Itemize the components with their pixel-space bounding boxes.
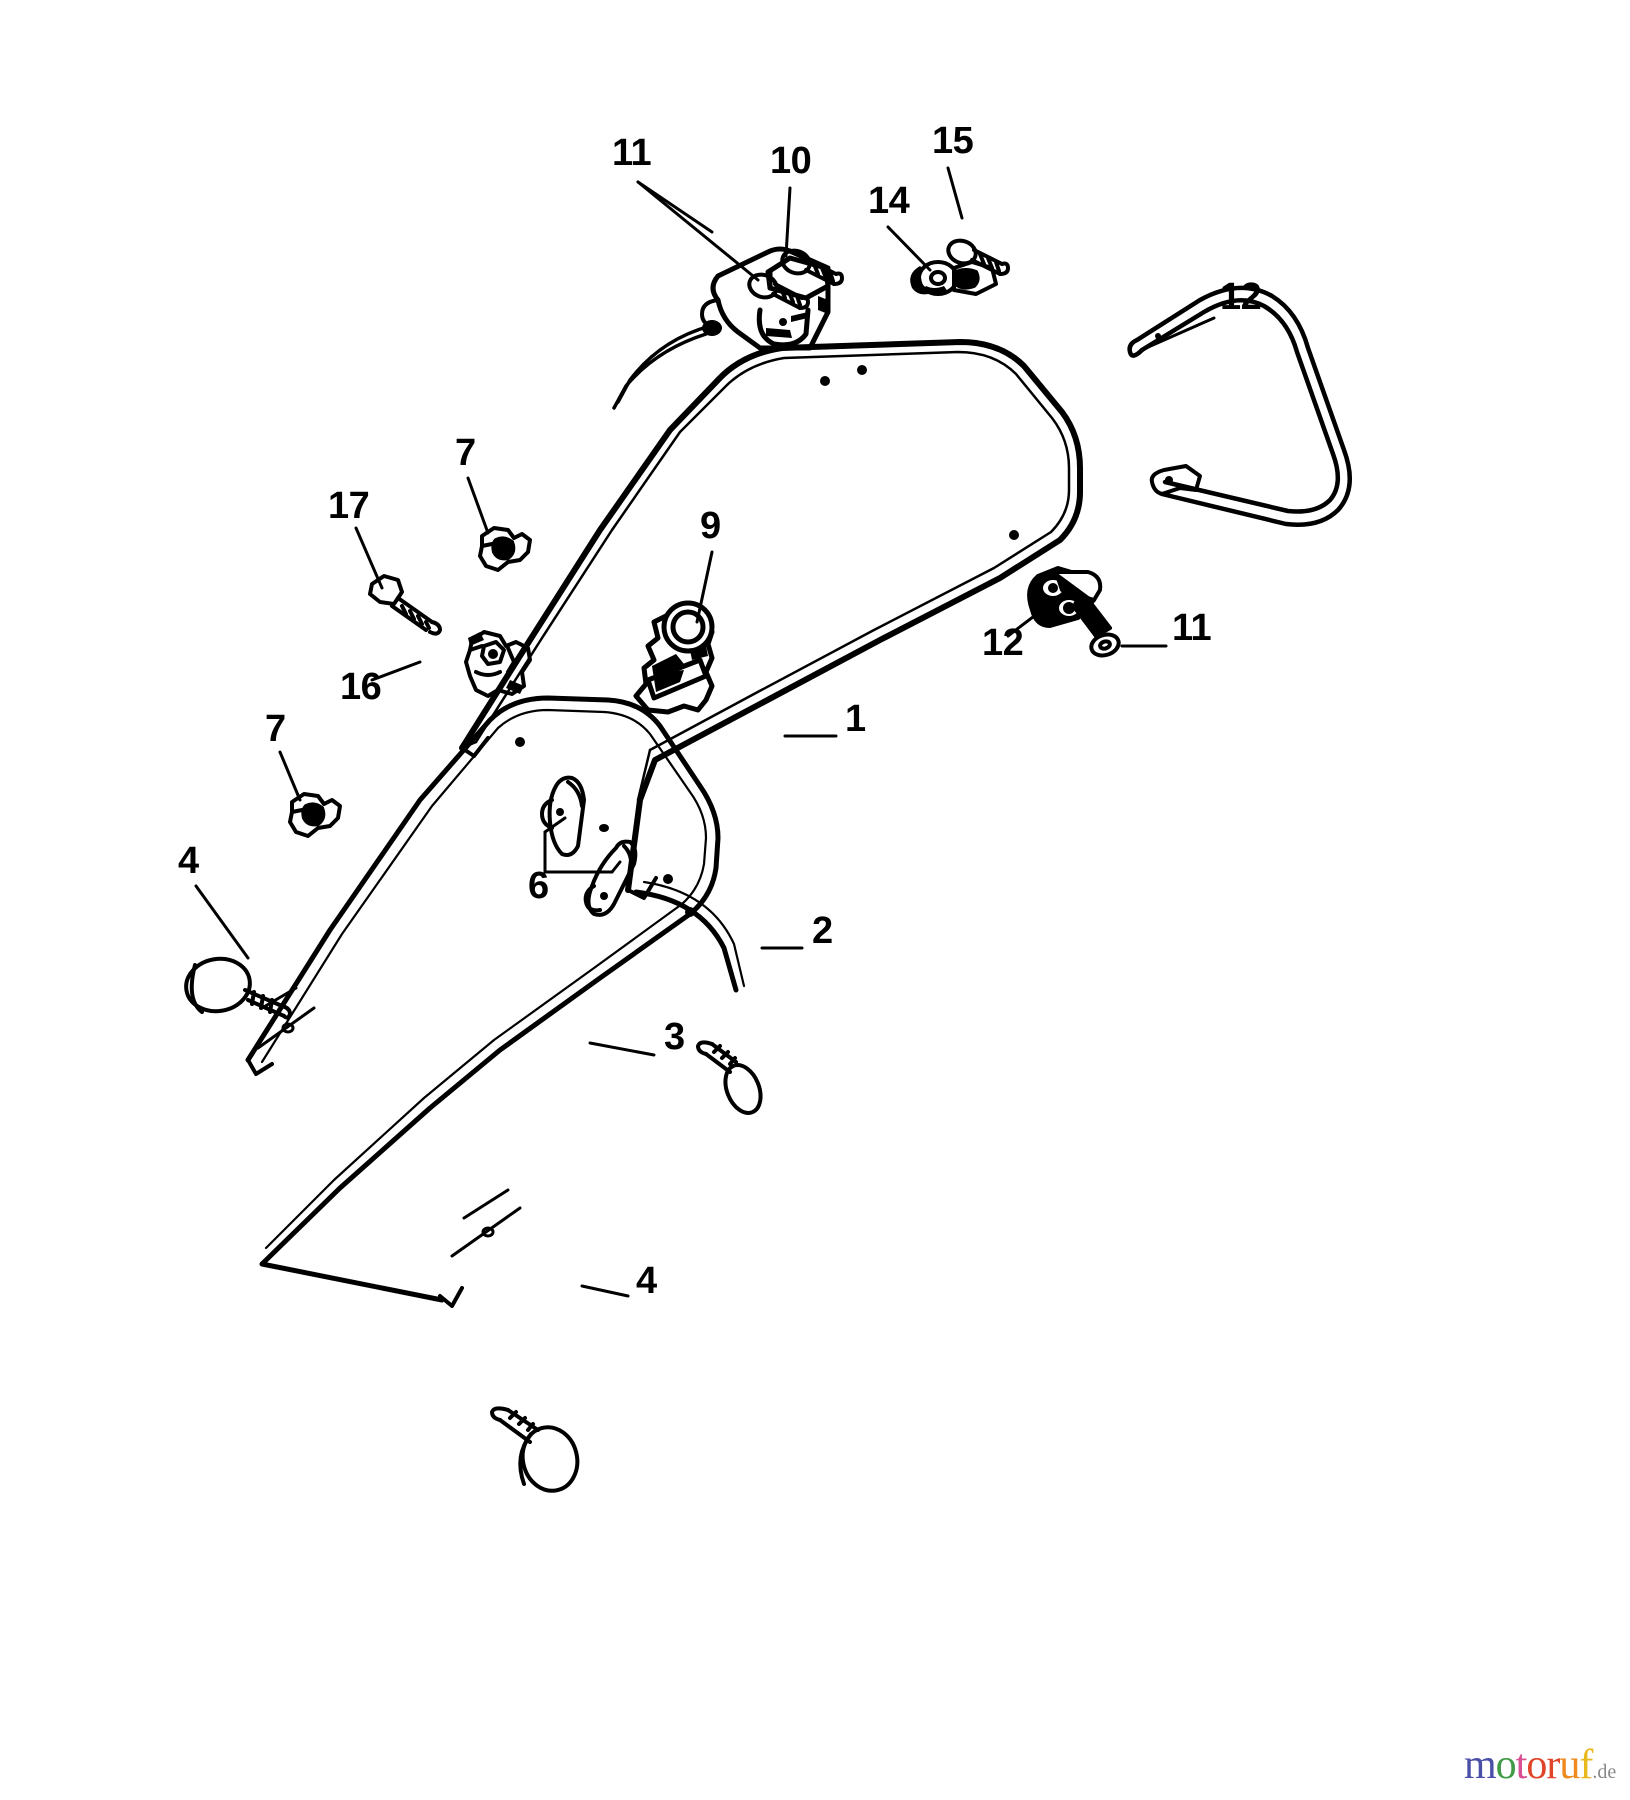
part-cable-guide-clamp-9 [633,600,715,715]
switch-box-shading [766,296,828,338]
watermark-letter-m: m [1464,1742,1497,1788]
callout-label-12a: 12 [1220,276,1262,318]
lower-bar-crossmember-edge [642,880,746,988]
lower-bar-crossmember [633,889,739,993]
bail-bar-hole-mark [1155,333,1161,339]
lower-bar-slot-bottom [450,1188,522,1258]
lower-bar-tip-left [246,1058,274,1076]
callout-label-16: 16 [340,666,382,708]
watermark-letter-u: u [1559,1742,1580,1788]
part-cable-tie-6b [583,839,638,917]
cable-bracket-shading [468,632,524,694]
watermark-tld: .de [1592,1761,1617,1783]
callout-label-12b: 12 [982,622,1024,664]
part-screw-11c [1073,596,1121,658]
part-bolt-17 [368,574,442,636]
callout-label-3: 3 [664,1016,685,1058]
handle-bar-holes [663,365,1019,884]
lower-bar-slot-left [256,986,316,1050]
part-screw-11a [780,248,844,286]
callout-label-9: 9 [700,505,721,547]
switch-cable-joint [702,320,722,336]
site-watermark: motoruf.de [1464,1744,1616,1786]
callout-label-11b: 11 [1172,607,1212,649]
part-upper-handle-bar [459,339,1083,893]
switch-cable [612,324,712,410]
part-screw-11b [747,272,810,310]
part-cable-clip-7b [288,792,342,838]
bail-bar-flat-end [1149,464,1202,496]
cable-guide-clamp-shading [652,646,708,692]
part-handle-knob-4a [184,956,292,1020]
callout-label-2: 2 [812,910,833,952]
callout-label-4a: 4 [178,840,199,882]
watermark-letter-o2: o [1526,1742,1547,1788]
watermark-letter-o1: o [1495,1742,1517,1788]
part-knob-screw-2 [696,1040,763,1115]
part-lower-handle-bar [245,695,721,1303]
part-cable-end-fitting [917,260,998,296]
callout-label-14: 14 [868,180,910,222]
part-cable-tie-6a [540,775,586,857]
watermark-letter-r: r [1546,1742,1560,1788]
watermark-letter-f: f [1579,1742,1593,1788]
lower-bar-tip-bottom [438,1286,464,1308]
callout-label-17: 17 [328,485,370,527]
callout-label-10: 10 [770,140,812,182]
part-screw-15 [946,238,1010,276]
handle-bar-right-tip [626,876,658,900]
callout-label-7a: 7 [455,432,476,474]
part-lower-handle-bar-inner-edge [260,708,708,1250]
callout-label-7b: 7 [265,708,286,750]
callout-label-4b: 4 [636,1260,657,1302]
callout-leader-lines [194,166,1216,1298]
part-cable-clip-7a [478,526,532,572]
callout-label-15: 15 [932,120,974,162]
part-bail-bar [1127,285,1352,527]
callout-label-6: 6 [528,865,549,907]
callout-label-1: 1 [845,698,866,740]
part-handle-knob-4b [490,1406,580,1493]
cable-end-fitting-shading [910,266,948,295]
watermark-letter-t: t [1515,1742,1528,1788]
callout-label-11a: 11 [612,132,652,174]
